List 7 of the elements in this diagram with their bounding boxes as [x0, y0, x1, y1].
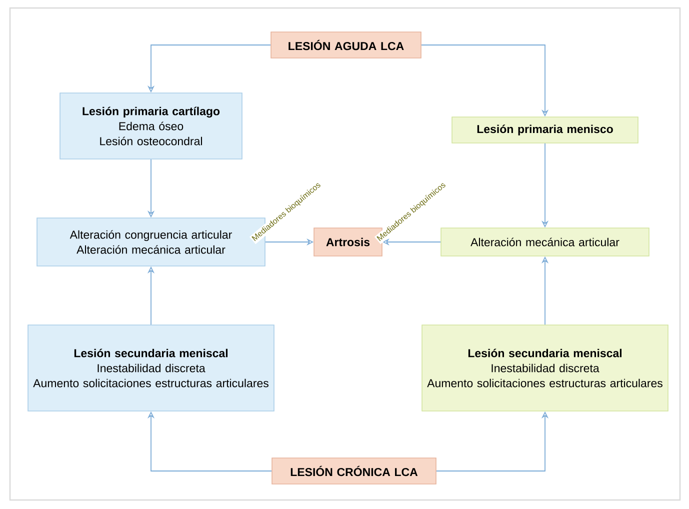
header-box: LESIÓN CRÓNICA LCA — [272, 458, 436, 484]
header-box: LESIÓN AGUDA LCA — [270, 32, 422, 58]
process-box: Lesión secundaria meniscal Inestabilidad discreta Aumento solicitaciones estructuras articulares — [422, 324, 668, 412]
process-box: Lesión primaria cartílago Edema óseo Lesión osteocondral — [60, 92, 242, 160]
process-box: Alteración mecánica articular — [440, 228, 650, 256]
process-box: Lesión secundaria meniscal Inestabilidad discreta Aumento solicitaciones estructuras articulares — [28, 324, 274, 412]
process-box: Lesión primaria menisco — [452, 116, 638, 144]
